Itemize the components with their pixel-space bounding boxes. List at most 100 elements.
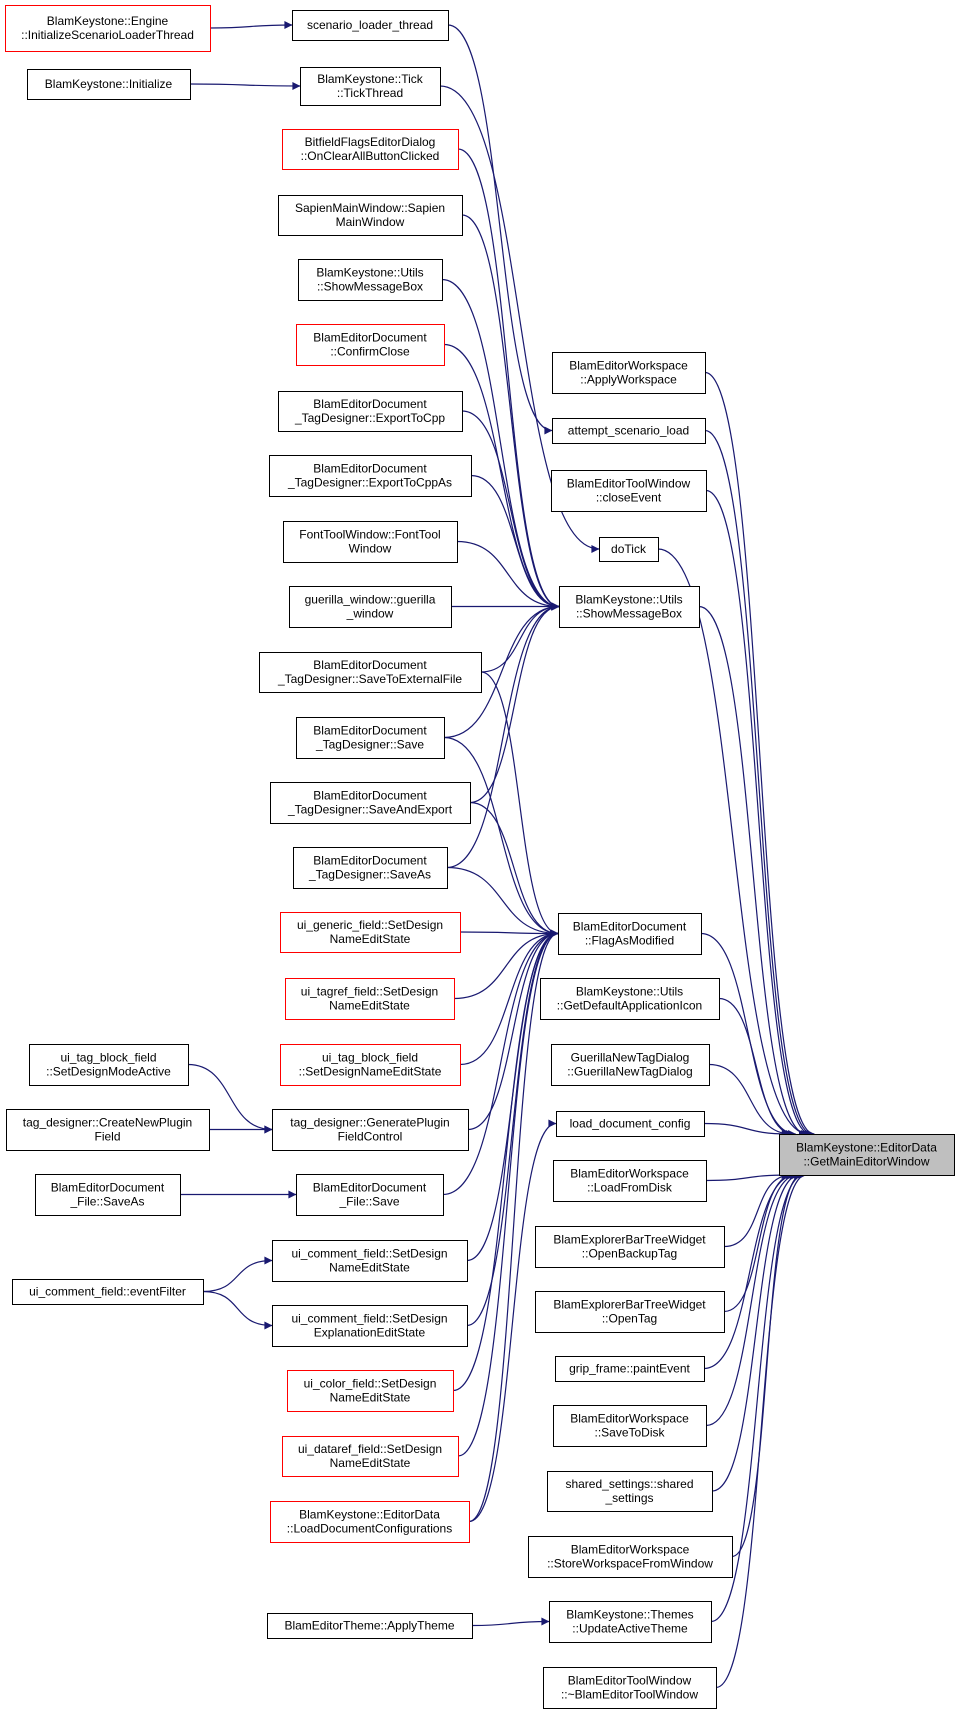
node-tick-thread[interactable]: BlamKeystone::Tick::TickThread — [300, 67, 441, 106]
node-label-line: ::LoadFromDisk — [587, 1181, 673, 1195]
node-box — [549, 1601, 712, 1643]
node-label-line: _window — [346, 607, 394, 621]
edge-attempt-scenario-load-to-get-main-editor-window — [704, 429, 813, 1138]
node-event-filter[interactable]: ui_comment_field::eventFilter — [12, 1279, 204, 1305]
node-box — [528, 1536, 733, 1578]
node-export-to-cpp-as[interactable]: BlamEditorDocument_TagDesigner::ExportTo… — [269, 455, 472, 497]
node-initialize-scenario-loader-thread[interactable]: BlamKeystone::Engine::InitializeScenario… — [5, 5, 211, 52]
node-tagref-set-design-name[interactable]: ui_tagref_field::SetDesignNameEditState — [285, 978, 455, 1020]
node-show-message-box-m[interactable]: BlamKeystone::Utils::ShowMessageBox — [559, 586, 700, 628]
node-load-document-configurations[interactable]: BlamKeystone::EditorData::LoadDocumentCo… — [270, 1501, 470, 1543]
node-label-line: BlamKeystone::Themes — [566, 1608, 693, 1622]
node-label-line: ui_generic_field::SetDesign — [297, 918, 443, 932]
node-label-line: ::OpenBackupTag — [582, 1247, 677, 1261]
node-shared-settings[interactable]: shared_settings::shared_settings — [547, 1471, 713, 1512]
node-apply-workspace[interactable]: BlamEditorWorkspace::ApplyWorkspace — [552, 352, 706, 394]
node-flag-as-modified[interactable]: BlamEditorDocument::FlagAsModified — [558, 913, 702, 955]
node-label-line: BlamEditorDocument — [313, 331, 427, 345]
node-get-default-application-icon[interactable]: BlamKeystone::Utils::GetDefaultApplicati… — [540, 978, 720, 1020]
node-load-from-disk[interactable]: BlamEditorWorkspace::LoadFromDisk — [553, 1160, 707, 1202]
node-label-line: NameEditState — [330, 932, 411, 946]
node-label-line: FieldControl — [338, 1130, 403, 1144]
edge-initialize-scenario-loader-thread-to-scenario-loader-thread — [209, 21, 293, 30]
node-td-save[interactable]: BlamEditorDocument_TagDesigner::Save — [296, 717, 445, 759]
node-box — [5, 5, 211, 52]
node-font-tool-window[interactable]: FontToolWindow::FontToolWindow — [283, 521, 458, 563]
node-label-line: NameEditState — [329, 999, 410, 1013]
node-save-to-disk[interactable]: BlamEditorWorkspace::SaveToDisk — [553, 1405, 707, 1447]
node-guerilla-new-tag-dialog[interactable]: GuerillaNewTagDialog::GuerillaNewTagDial… — [551, 1044, 710, 1086]
node-comment-set-design-name[interactable]: ui_comment_field::SetDesignNameEditState — [272, 1240, 468, 1282]
node-box — [287, 1370, 454, 1412]
node-open-tag[interactable]: BlamExplorerBarTreeWidget::OpenTag — [535, 1291, 725, 1333]
node-show-message-box-l[interactable]: BlamKeystone::Utils::ShowMessageBox — [298, 259, 443, 301]
node-box — [267, 1613, 473, 1639]
node-box — [296, 1174, 444, 1216]
node-load-document-config[interactable]: load_document_config — [556, 1111, 705, 1137]
node-scenario-loader-thread[interactable]: scenario_loader_thread — [292, 10, 449, 41]
node-guerilla-window[interactable]: guerilla_window::guerilla_window — [289, 586, 452, 628]
node-confirm-close[interactable]: BlamEditorDocument::ConfirmClose — [296, 324, 445, 366]
node-box — [547, 1471, 713, 1512]
node-color-set-design-name[interactable]: ui_color_field::SetDesignNameEditState — [287, 1370, 454, 1412]
node-export-to-cpp[interactable]: BlamEditorDocument_TagDesigner::ExportTo… — [278, 391, 463, 432]
node-label-line: ::SetDesignNameEditState — [299, 1065, 442, 1079]
node-label-line: NameEditState — [330, 1456, 411, 1470]
node-box — [259, 652, 482, 693]
node-box — [272, 1109, 469, 1151]
node-initialize[interactable]: BlamKeystone::Initialize — [27, 69, 191, 100]
node-label-line: Window — [349, 542, 392, 556]
node-file-save-as[interactable]: BlamEditorDocument_File::SaveAs — [35, 1174, 181, 1216]
node-label-line: ::GetMainEditorWindow — [803, 1155, 929, 1169]
node-open-backup-tag[interactable]: BlamExplorerBarTreeWidget::OpenBackupTag — [535, 1226, 725, 1268]
node-close-event[interactable]: BlamEditorToolWindow::closeEvent — [551, 470, 707, 512]
node-on-clear-all-button-clicked[interactable]: BitfieldFlagsEditorDialog::OnClearAllBut… — [282, 129, 459, 170]
node-label-line: _TagDesigner::ExportToCpp — [294, 411, 445, 425]
edges-layer — [179, 21, 815, 1689]
node-label-line: attempt_scenario_load — [568, 424, 689, 438]
node-label-line: BlamEditorWorkspace — [570, 1167, 689, 1181]
node-file-save[interactable]: BlamEditorDocument_File::Save — [296, 1174, 444, 1216]
edge-td-save-to-show-message-box-m — [443, 602, 560, 739]
edge-guerilla-new-tag-dialog-to-get-main-editor-window — [708, 1063, 792, 1138]
edge-export-to-cpp-as-to-show-message-box-m — [470, 474, 560, 611]
node-td-save-as[interactable]: BlamEditorDocument_TagDesigner::SaveAs — [293, 847, 448, 889]
edge-td-save-to-flag-as-modified — [443, 736, 559, 938]
node-apply-theme[interactable]: BlamEditorTheme::ApplyTheme — [267, 1613, 473, 1639]
node-tool-window-dtor[interactable]: BlamEditorToolWindow::~BlamEditorToolWin… — [543, 1667, 717, 1709]
node-label-line: tag_designer::GeneratePlugin — [290, 1116, 449, 1130]
node-label-line: BlamEditorDocument — [313, 854, 427, 868]
node-label-line: ::GuerillaNewTagDialog — [567, 1065, 692, 1079]
node-get-main-editor-window[interactable]: BlamKeystone::EditorData::GetMainEditorW… — [779, 1134, 955, 1176]
node-set-design-mode-active[interactable]: ui_tag_block_field::SetDesignModeActive — [29, 1044, 189, 1086]
node-update-active-theme[interactable]: BlamKeystone::Themes::UpdateActiveTheme — [549, 1601, 712, 1643]
node-label-line: BlamEditorDocument — [313, 724, 427, 738]
edge-tick-thread-to-do-tick — [439, 85, 600, 553]
node-box — [551, 1044, 710, 1086]
node-store-workspace-from-window[interactable]: BlamEditorWorkspace::StoreWorkspaceFromW… — [528, 1536, 733, 1578]
edge-comment-set-design-expl-to-flag-as-modified — [466, 929, 559, 1327]
node-do-tick[interactable]: doTick — [599, 537, 659, 562]
node-paint-event[interactable]: grip_frame::paintEvent — [555, 1356, 705, 1382]
node-generic-set-design-name[interactable]: ui_generic_field::SetDesignNameEditState — [280, 912, 461, 953]
edge-shared-settings-to-get-main-editor-window — [711, 1171, 800, 1492]
node-save-and-export[interactable]: BlamEditorDocument_TagDesigner::SaveAndE… — [270, 782, 471, 824]
node-comment-set-design-expl[interactable]: ui_comment_field::SetDesignExplanationEd… — [272, 1305, 468, 1347]
node-label-line: NameEditState — [329, 1261, 410, 1275]
node-label-line: BlamExplorerBarTreeWidget — [553, 1233, 706, 1247]
edge-event-filter-to-comment-set-design-name — [202, 1256, 273, 1293]
node-save-to-external-file[interactable]: BlamEditorDocument_TagDesigner::SaveToEx… — [259, 652, 482, 693]
node-label-line: FontToolWindow::FontTool — [299, 528, 440, 542]
node-box — [272, 1240, 468, 1282]
node-tagblock-set-design-name[interactable]: ui_tag_block_field::SetDesignNameEditSta… — [280, 1044, 461, 1086]
node-sapien-main-window[interactable]: SapienMainWindow::SapienMainWindow — [278, 195, 463, 236]
node-attempt-scenario-load[interactable]: attempt_scenario_load — [552, 418, 706, 444]
node-label-line: _TagDesigner::ExportToCppAs — [287, 476, 452, 490]
node-dataref-set-design-name[interactable]: ui_dataref_field::SetDesignNameEditState — [282, 1436, 459, 1477]
node-label-line: BitfieldFlagsEditorDialog — [305, 135, 436, 149]
node-label-line: ui_comment_field::SetDesign — [291, 1247, 447, 1261]
edge-load-document-configurations-to-flag-as-modified — [468, 929, 559, 1523]
node-label-line: ui_tag_block_field — [60, 1051, 156, 1065]
